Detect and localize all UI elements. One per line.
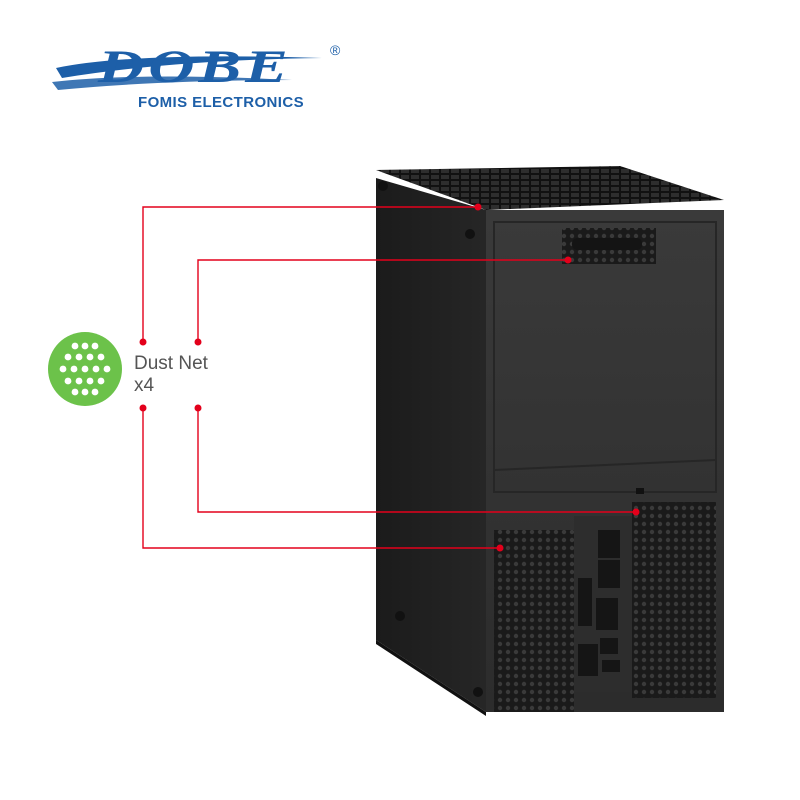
logo-swoosh-icon: [52, 56, 322, 90]
lower-right-grille: [632, 502, 716, 698]
callout-label-line2: x4: [134, 375, 155, 396]
callout-label: Dust Net x4: [134, 353, 208, 397]
callout-leader-lines: [142, 206, 636, 549]
console-side-panel: [376, 178, 486, 712]
console-top-grille: [376, 166, 724, 210]
callout-dots: [139, 203, 640, 552]
brand-logo: DOBE ® FOMIS ELECTRONICS: [52, 38, 352, 118]
dust-net-icon: [48, 332, 122, 406]
registered-mark: ®: [330, 42, 341, 58]
brand-subtitle: FOMIS ELECTRONICS: [138, 94, 304, 111]
lower-left-grille: [494, 530, 574, 712]
brand-name: DOBE: [98, 41, 292, 93]
callout-label-line1: Dust Net: [134, 353, 208, 374]
